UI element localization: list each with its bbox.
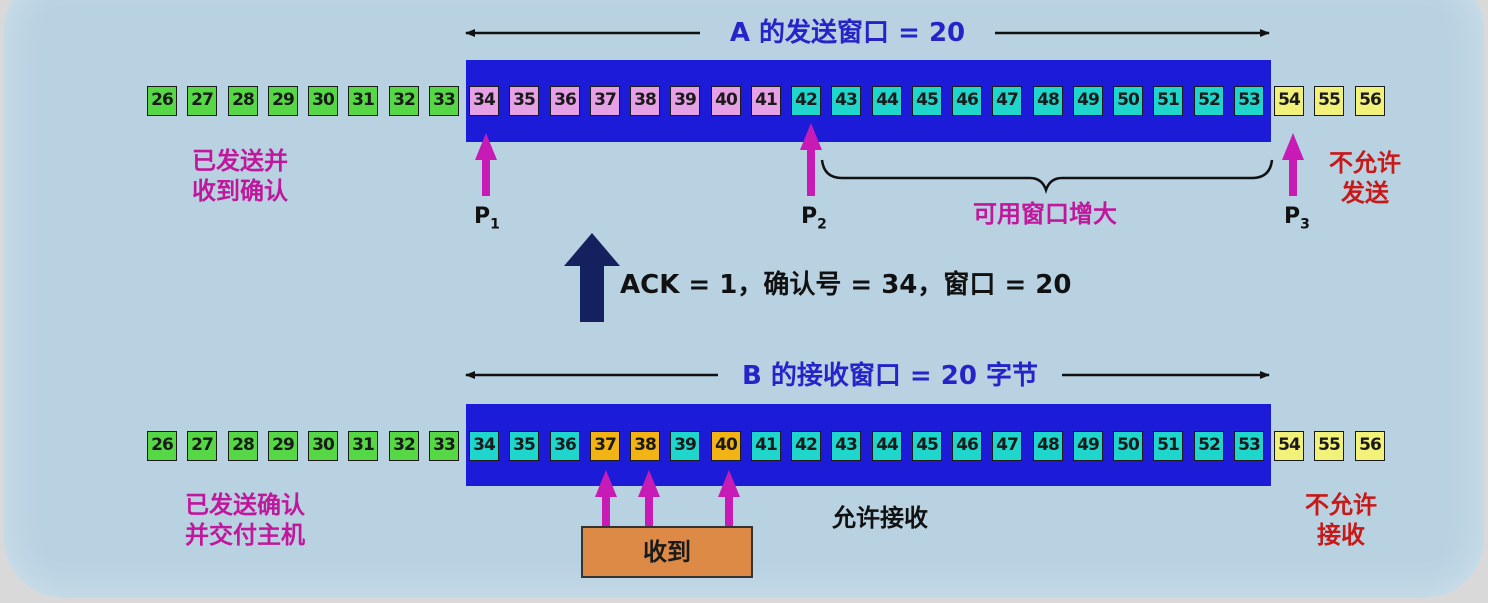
p1-arrow <box>475 133 497 196</box>
receive-byte-34: 34 <box>469 431 499 461</box>
send-byte-26: 26 <box>147 86 177 116</box>
send-byte-42: 42 <box>791 86 821 116</box>
receive-byte-31: 31 <box>348 431 378 461</box>
send-byte-51: 51 <box>1153 86 1183 116</box>
send-byte-50: 50 <box>1113 86 1143 116</box>
p2-subscript: 2 <box>817 216 827 233</box>
p1-subscript: 1 <box>490 216 500 233</box>
receive-byte-37: 37 <box>590 431 620 461</box>
receive-byte-39: 39 <box>670 431 700 461</box>
send-byte-41: 41 <box>751 86 781 116</box>
send-byte-39: 39 <box>670 86 700 116</box>
receive-byte-50: 50 <box>1113 431 1143 461</box>
receive-byte-56: 56 <box>1355 431 1385 461</box>
p3-arrow <box>1282 133 1304 196</box>
received-arrow-40 <box>718 470 740 526</box>
send-window-title: A 的发送窗口 = 20 <box>729 18 966 48</box>
received-arrow-37 <box>595 470 617 526</box>
receive-byte-41: 41 <box>751 431 781 461</box>
receive-byte-54: 54 <box>1274 431 1304 461</box>
send-byte-31: 31 <box>348 86 378 116</box>
usable-window-brace <box>820 159 1274 194</box>
receive-byte-30: 30 <box>308 431 338 461</box>
send-byte-33: 33 <box>429 86 459 116</box>
receive-byte-42: 42 <box>791 431 821 461</box>
received-arrow-38 <box>638 470 660 526</box>
receive-byte-36: 36 <box>550 431 580 461</box>
ack-arrow-icon <box>564 233 620 322</box>
send-byte-53: 53 <box>1234 86 1264 116</box>
p3-letter: P <box>1284 204 1301 229</box>
send-byte-56: 56 <box>1355 86 1385 116</box>
not-allowed-send-line1: 不允许 <box>1329 149 1401 177</box>
send-byte-35: 35 <box>509 86 539 116</box>
send-byte-47: 47 <box>992 86 1022 116</box>
receive-byte-53: 53 <box>1234 431 1264 461</box>
send-byte-30: 30 <box>308 86 338 116</box>
receive-byte-47: 47 <box>992 431 1022 461</box>
p2-label: P2 <box>801 204 827 232</box>
acked-label: 已发送并 收到确认 <box>160 146 320 206</box>
send-byte-28: 28 <box>228 86 258 116</box>
receive-byte-27: 27 <box>187 431 217 461</box>
delivered-label: 已发送确认 并交付主机 <box>150 490 340 550</box>
p1-label: P1 <box>474 204 500 232</box>
receive-byte-46: 46 <box>952 431 982 461</box>
receive-byte-55: 55 <box>1314 431 1344 461</box>
p3-subscript: 3 <box>1300 216 1310 233</box>
not-allowed-receive-label: 不允许 接收 <box>1276 490 1406 550</box>
not-allowed-send-label: 不允许 发送 <box>1300 148 1430 208</box>
not-allowed-receive-line2: 接收 <box>1317 521 1365 549</box>
send-byte-45: 45 <box>912 86 942 116</box>
receive-byte-45: 45 <box>912 431 942 461</box>
receive-byte-35: 35 <box>509 431 539 461</box>
allowed-receive-label: 允许接收 <box>832 504 928 532</box>
receive-byte-29: 29 <box>268 431 298 461</box>
send-byte-34: 34 <box>469 86 499 116</box>
p2-letter: P <box>801 204 818 229</box>
send-byte-29: 29 <box>268 86 298 116</box>
send-byte-32: 32 <box>389 86 419 116</box>
p1-letter: P <box>474 204 491 229</box>
send-byte-55: 55 <box>1314 86 1344 116</box>
send-byte-54: 54 <box>1274 86 1304 116</box>
send-byte-48: 48 <box>1033 86 1063 116</box>
delivered-label-line2: 并交付主机 <box>185 521 305 549</box>
send-byte-36: 36 <box>550 86 580 116</box>
received-box: 收到 <box>581 526 753 578</box>
send-byte-44: 44 <box>872 86 902 116</box>
receive-byte-33: 33 <box>429 431 459 461</box>
receive-byte-28: 28 <box>228 431 258 461</box>
receive-byte-52: 52 <box>1194 431 1224 461</box>
ack-message: ACK = 1，确认号 = 34，窗口 = 20 <box>620 270 1072 300</box>
receive-byte-51: 51 <box>1153 431 1183 461</box>
send-byte-40: 40 <box>711 86 741 116</box>
delivered-label-line1: 已发送确认 <box>185 491 305 519</box>
not-allowed-send-line2: 发送 <box>1341 179 1389 207</box>
usable-window-label: 可用窗口增大 <box>973 200 1117 228</box>
receive-byte-26: 26 <box>147 431 177 461</box>
receive-byte-40: 40 <box>711 431 741 461</box>
acked-label-line1: 已发送并 <box>192 147 288 175</box>
send-byte-52: 52 <box>1194 86 1224 116</box>
send-byte-43: 43 <box>831 86 861 116</box>
acked-label-line2: 收到确认 <box>192 177 288 205</box>
send-byte-49: 49 <box>1073 86 1103 116</box>
receive-byte-38: 38 <box>630 431 660 461</box>
receive-byte-32: 32 <box>389 431 419 461</box>
send-byte-38: 38 <box>630 86 660 116</box>
receive-byte-44: 44 <box>872 431 902 461</box>
send-byte-46: 46 <box>952 86 982 116</box>
p2-arrow <box>800 123 822 196</box>
p3-label: P3 <box>1284 204 1310 232</box>
receive-byte-48: 48 <box>1033 431 1063 461</box>
not-allowed-receive-line1: 不允许 <box>1305 491 1377 519</box>
receive-byte-49: 49 <box>1073 431 1103 461</box>
receive-window-title: B 的接收窗口 = 20 字节 <box>742 361 1038 391</box>
send-byte-37: 37 <box>590 86 620 116</box>
send-byte-27: 27 <box>187 86 217 116</box>
receive-byte-43: 43 <box>831 431 861 461</box>
